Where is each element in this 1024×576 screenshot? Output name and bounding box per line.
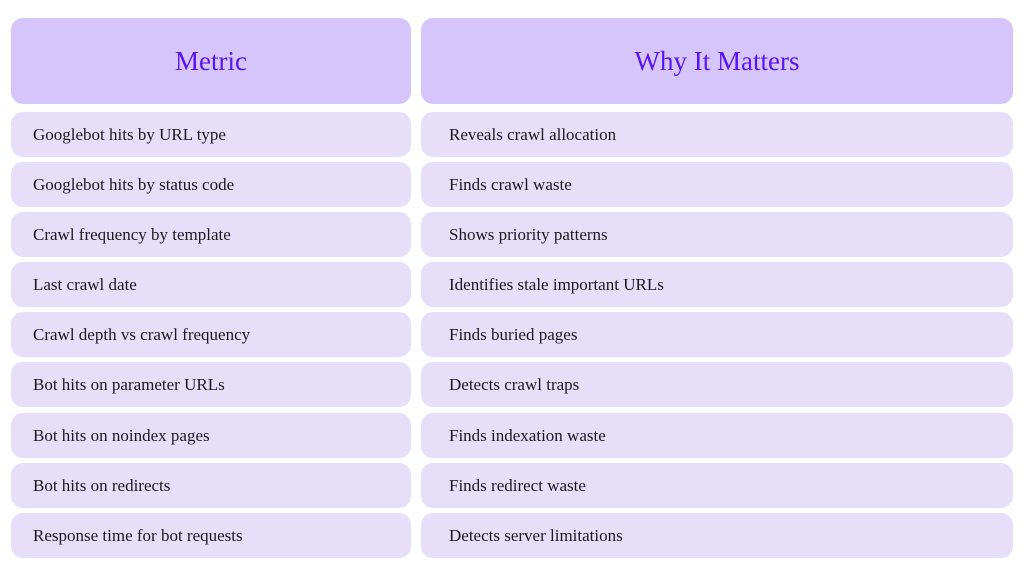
header-metric: Metric [11, 18, 411, 104]
metric-cell: Response time for bot requests [11, 513, 411, 558]
why-it-matters-cell: Reveals crawl allocation [421, 112, 1013, 157]
metric-cell: Last crawl date [11, 262, 411, 307]
why-it-matters-cell: Shows priority patterns [421, 212, 1013, 257]
header-why-it-matters: Why It Matters [421, 18, 1013, 104]
why-it-matters-cell: Detects server limitations [421, 513, 1013, 558]
metric-cell: Crawl depth vs crawl frequency [11, 312, 411, 357]
metric-cell: Googlebot hits by URL type [11, 112, 411, 157]
why-it-matters-cell: Finds indexation waste [421, 413, 1013, 458]
why-it-matters-cell: Identifies stale important URLs [421, 262, 1013, 307]
metric-cell: Bot hits on redirects [11, 463, 411, 508]
metric-cell: Bot hits on parameter URLs [11, 362, 411, 407]
why-it-matters-cell: Finds buried pages [421, 312, 1013, 357]
why-it-matters-cell: Finds redirect waste [421, 463, 1013, 508]
why-it-matters-cell: Detects crawl traps [421, 362, 1013, 407]
metric-cell: Googlebot hits by status code [11, 162, 411, 207]
metric-cell: Bot hits on noindex pages [11, 413, 411, 458]
why-it-matters-cell: Finds crawl waste [421, 162, 1013, 207]
metric-cell: Crawl frequency by template [11, 212, 411, 257]
